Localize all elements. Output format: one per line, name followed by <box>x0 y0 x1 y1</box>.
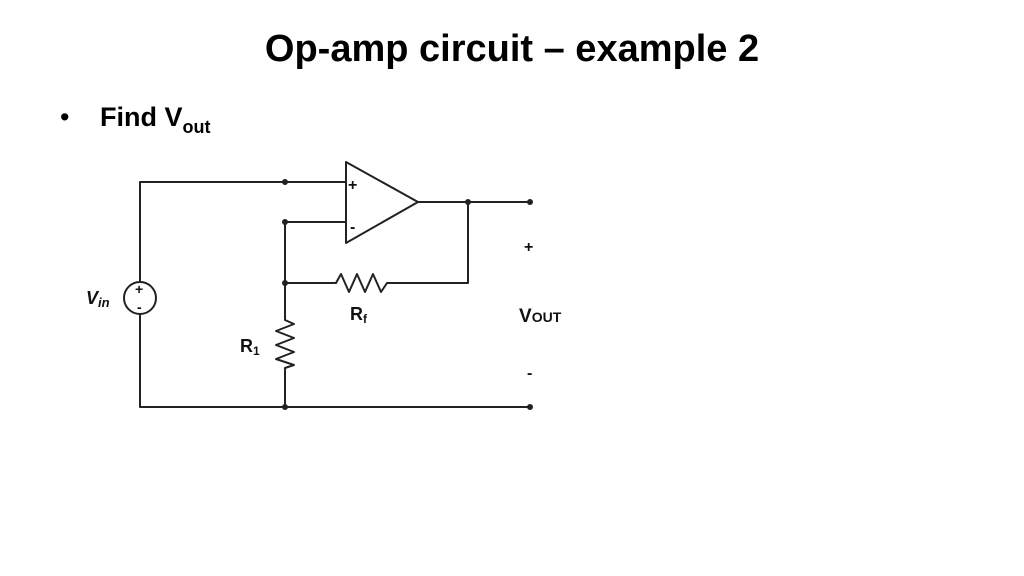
label-r1-main: R <box>240 336 253 356</box>
resistor-rf-shape <box>335 273 393 293</box>
label-vin-sub: in <box>98 295 110 310</box>
bullet-symbol: • <box>60 102 70 132</box>
node-dot-ground-r1 <box>282 404 288 410</box>
output-plus-sign: + <box>524 239 533 256</box>
label-rf-sub: f <box>363 312 368 326</box>
op-amp-triangle <box>345 161 419 244</box>
node-dot-feedback-junction <box>282 280 288 286</box>
source-minus-sign: - <box>137 299 142 315</box>
label-rf: Rf <box>350 304 368 326</box>
node-dot-plus-input <box>282 179 288 185</box>
label-r1-sub: 1 <box>253 344 260 358</box>
wire-vin-bottom <box>139 313 531 408</box>
voltage-source-circle <box>123 281 157 315</box>
op-amp-minus-sign: - <box>350 219 355 236</box>
label-vout: VOUT <box>519 306 562 327</box>
output-minus-sign: - <box>527 365 532 382</box>
wire-feedback-right <box>391 201 469 284</box>
label-rf-main: R <box>350 304 363 324</box>
bullet-find-vout: • Find Vout <box>60 102 210 138</box>
terminal-dot-output <box>527 199 533 205</box>
node-dot-output-junction <box>465 199 471 205</box>
bullet-subscript: out <box>182 117 211 137</box>
slide-title: Op-amp circuit – example 2 <box>264 28 760 70</box>
source-plus-sign: + <box>135 281 143 297</box>
wire-minus-input <box>284 221 347 317</box>
label-vout-sub: OUT <box>532 309 562 325</box>
label-r1: R1 <box>240 336 260 358</box>
node-dot-minus-input <box>282 219 288 225</box>
op-amp-plus-sign: + <box>348 177 357 194</box>
bullet-text: Find V <box>100 102 183 132</box>
label-vin-main: V <box>86 288 100 308</box>
wire-vin-top <box>139 181 347 283</box>
resistor-r1-shape <box>275 315 295 373</box>
label-vin: Vin <box>86 288 110 310</box>
label-vout-main: V <box>519 306 532 327</box>
terminal-dot-ground <box>527 404 533 410</box>
